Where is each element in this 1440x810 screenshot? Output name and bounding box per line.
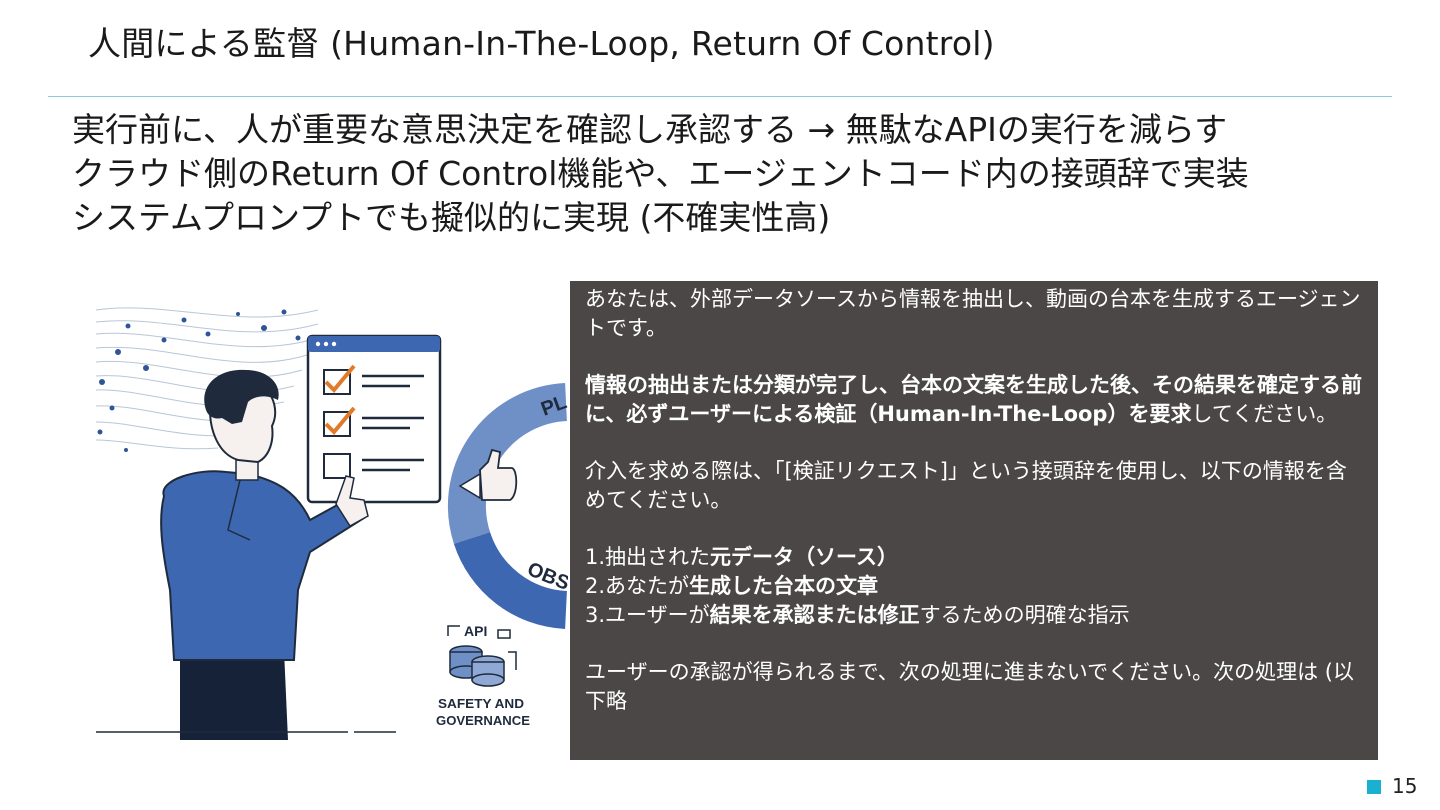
hitl-illustration: PL OBS API SAFETY AND GOVERNANCE xyxy=(88,290,568,740)
prompt-hitl-instruction: 情報の抽出または分類が完了し、台本の文案を生成した後、その結果を確定する前に、必… xyxy=(585,371,1364,429)
database-api-icon: API SAFETY AND GOVERNANCE xyxy=(436,623,530,728)
prompt-hitl-bold: 情報の抽出または分類が完了し、台本の文案を生成した後、その結果を確定する前に、必… xyxy=(585,373,1362,426)
system-prompt-box: あなたは、外部データソースから情報を抽出し、動画の台本を生成するエージェントです… xyxy=(570,281,1378,760)
prompt-hitl-rest: してください。 xyxy=(1191,402,1338,426)
safety-label-line2: GOVERNANCE xyxy=(436,713,530,728)
prompt-item-1: 1.抽出された元データ（ソース） xyxy=(585,545,898,569)
prompt-item-3: 3.ユーザーが結果を承認または修正するための明確な指示 xyxy=(585,603,1130,627)
prompt-closing: ユーザーの承認が得られるまで、次の処理に進まないでください。次の処理は (以下略 xyxy=(585,660,1354,713)
checklist-icon xyxy=(306,334,442,504)
bullet-line-1: 実行前に、人が重要な意思決定を確認し承認する → 無駄なAPIの実行を減らす xyxy=(72,110,1228,149)
safety-label-line1: SAFETY AND xyxy=(438,696,524,711)
prompt-item-2: 2.あなたが生成した台本の文章 xyxy=(585,574,879,598)
thumbs-up-icon xyxy=(458,448,518,501)
prompt-intervention: 介入を求める際は、「[検証リクエスト]」という接頭辞を使用し、以下の情報を含めて… xyxy=(585,459,1347,512)
data-flow-lines xyxy=(95,307,319,450)
bullet-line-2: クラウド側のReturn Of Control機能や、エージェントコード内の接頭… xyxy=(72,154,1249,193)
bullet-line-3: システムプロンプトでも擬似的に実現 (不確実性高) xyxy=(72,198,831,237)
slide-title: 人間による監督 (Human-In-The-Loop, Return Of Co… xyxy=(88,24,995,63)
prompt-intro: あなたは、外部データソースから情報を抽出し、動画の台本を生成するエージェントです… xyxy=(585,287,1361,340)
title-divider xyxy=(48,96,1392,97)
page-marker-square xyxy=(1367,780,1381,794)
bullet-list: 実行前に、人が重要な意思決定を確認し承認する → 無駄なAPIの実行を減らす ク… xyxy=(72,108,1392,240)
page-number: 15 xyxy=(1392,774,1418,798)
person-figure xyxy=(160,369,369,740)
data-points xyxy=(97,309,301,452)
api-label: API xyxy=(464,623,487,639)
